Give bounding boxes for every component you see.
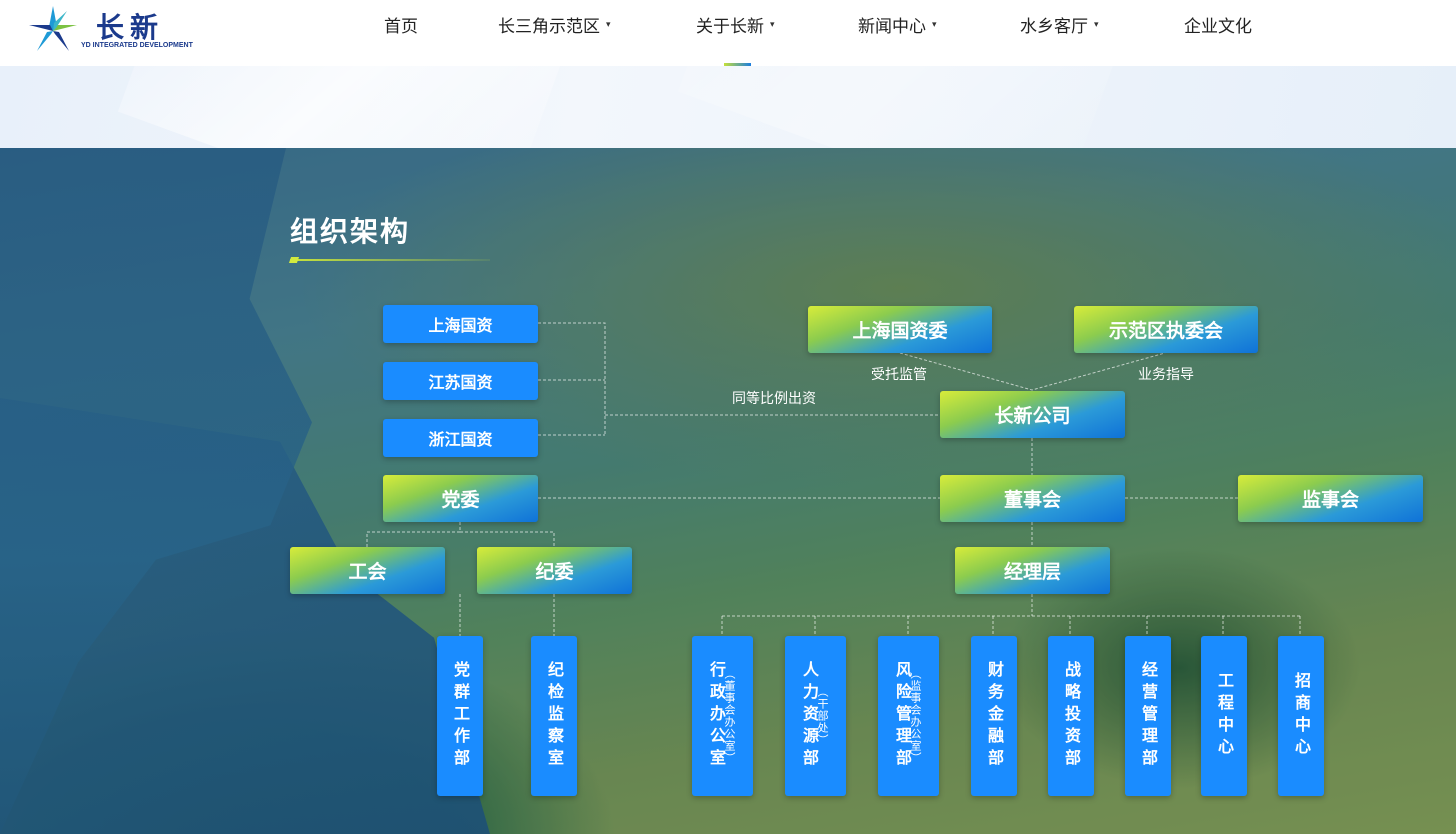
org-chart-section: 组织架构 bbox=[0, 148, 1456, 834]
dept-name: 行政办公室 bbox=[707, 661, 726, 771]
dept-name: 财务金融部 bbox=[985, 661, 1004, 771]
node-union: 工会 bbox=[290, 547, 445, 594]
dept-risk: 风险管理部 （监事会办公室） bbox=[878, 636, 939, 796]
dept-note: （董事会办公室） bbox=[723, 668, 736, 764]
nav-demo-zone[interactable]: 长三角示范区 ▾ bbox=[498, 12, 611, 37]
nav-news[interactable]: 新闻中心 ▾ bbox=[858, 12, 937, 37]
dept-admin-office: 行政办公室 （董事会办公室） bbox=[692, 636, 753, 796]
label-entrusted-supervision: 受托监管 bbox=[871, 367, 927, 383]
dept-discipline-inspection: 纪检监察室 bbox=[531, 636, 577, 796]
dept-name: 战略投资部 bbox=[1062, 661, 1081, 771]
nav-culture[interactable]: 企业文化 bbox=[1184, 12, 1252, 37]
main-nav: 首页 长三角示范区 ▾ 关于长新 ▾ 新闻中心 ▾ 水乡客厅 ▾ 企业文化 bbox=[0, 0, 1456, 66]
nav-water-town[interactable]: 水乡客厅 ▾ bbox=[1020, 12, 1099, 37]
dept-strategy: 战略投资部 bbox=[1048, 636, 1094, 796]
dept-name: 风险管理部 bbox=[893, 661, 912, 771]
band-decoration bbox=[677, 66, 1123, 148]
nav-culture-label: 企业文化 bbox=[1184, 17, 1252, 37]
org-connectors bbox=[366, 322, 1301, 636]
dept-name: 党群工作部 bbox=[451, 661, 470, 771]
nav-home-label: 首页 bbox=[384, 17, 418, 37]
caret-down-icon: ▾ bbox=[606, 19, 611, 30]
node-board: 董事会 bbox=[940, 475, 1125, 522]
nav-active-indicator bbox=[724, 63, 751, 66]
title-underline bbox=[290, 259, 490, 261]
dept-party-affairs: 党群工作部 bbox=[437, 636, 483, 796]
dept-name: 经营管理部 bbox=[1139, 661, 1158, 771]
nav-demo-zone-label: 长三角示范区 bbox=[498, 17, 600, 37]
logo-star-icon bbox=[29, 6, 77, 51]
nav-home[interactable]: 首页 bbox=[384, 12, 418, 37]
dept-operations: 经营管理部 bbox=[1125, 636, 1171, 796]
caret-down-icon: ▾ bbox=[1094, 19, 1099, 30]
node-shanghai-sasac-capital: 上海国资 bbox=[383, 305, 538, 343]
site-header: 长新 YD INTEGRATED DEVELOPMENT 首页 长三角示范区 ▾… bbox=[0, 0, 1456, 66]
dept-hr: 人力资源部 （干部处） bbox=[785, 636, 846, 796]
node-party-committee: 党委 bbox=[383, 475, 538, 522]
node-shanghai-sasac: 上海国资委 bbox=[808, 306, 992, 353]
label-equal-investment: 同等比例出资 bbox=[732, 391, 816, 407]
dept-engineering: 工程中心 bbox=[1201, 636, 1247, 796]
node-management: 经理层 bbox=[955, 547, 1110, 594]
dept-finance: 财务金融部 bbox=[971, 636, 1017, 796]
label-business-guidance: 业务指导 bbox=[1138, 367, 1194, 383]
node-supervisors: 监事会 bbox=[1238, 475, 1423, 522]
logo-subtitle: YD INTEGRATED DEVELOPMENT bbox=[81, 42, 193, 49]
nav-about-label: 关于长新 bbox=[696, 17, 764, 37]
node-company: 长新公司 bbox=[940, 391, 1125, 438]
site-logo[interactable]: 长新 YD INTEGRATED DEVELOPMENT bbox=[24, 4, 194, 58]
dept-name: 招商中心 bbox=[1292, 672, 1311, 760]
nav-water-town-label: 水乡客厅 bbox=[1020, 17, 1088, 37]
node-jiangsu-capital: 江苏国资 bbox=[383, 362, 538, 400]
dept-investment-promotion: 招商中心 bbox=[1278, 636, 1324, 796]
logo-name: 长新 bbox=[96, 11, 165, 44]
node-demo-committee: 示范区执委会 bbox=[1074, 306, 1258, 353]
section-title: 组织架构 bbox=[290, 215, 411, 248]
node-zhejiang-capital: 浙江国资 bbox=[383, 419, 538, 457]
node-discipline: 纪委 bbox=[477, 547, 632, 594]
dept-name: 工程中心 bbox=[1215, 672, 1234, 760]
band-decoration bbox=[117, 66, 563, 148]
dept-name: 人力资源部 bbox=[800, 661, 819, 771]
nav-about[interactable]: 关于长新 ▾ bbox=[696, 12, 775, 37]
dept-note: （监事会办公室） bbox=[909, 668, 922, 764]
banner-band bbox=[0, 66, 1456, 148]
dept-note: （干部处） bbox=[816, 686, 829, 746]
dept-name: 纪检监察室 bbox=[545, 661, 564, 771]
caret-down-icon: ▾ bbox=[770, 19, 775, 30]
caret-down-icon: ▾ bbox=[932, 19, 937, 30]
nav-news-label: 新闻中心 bbox=[858, 17, 926, 37]
